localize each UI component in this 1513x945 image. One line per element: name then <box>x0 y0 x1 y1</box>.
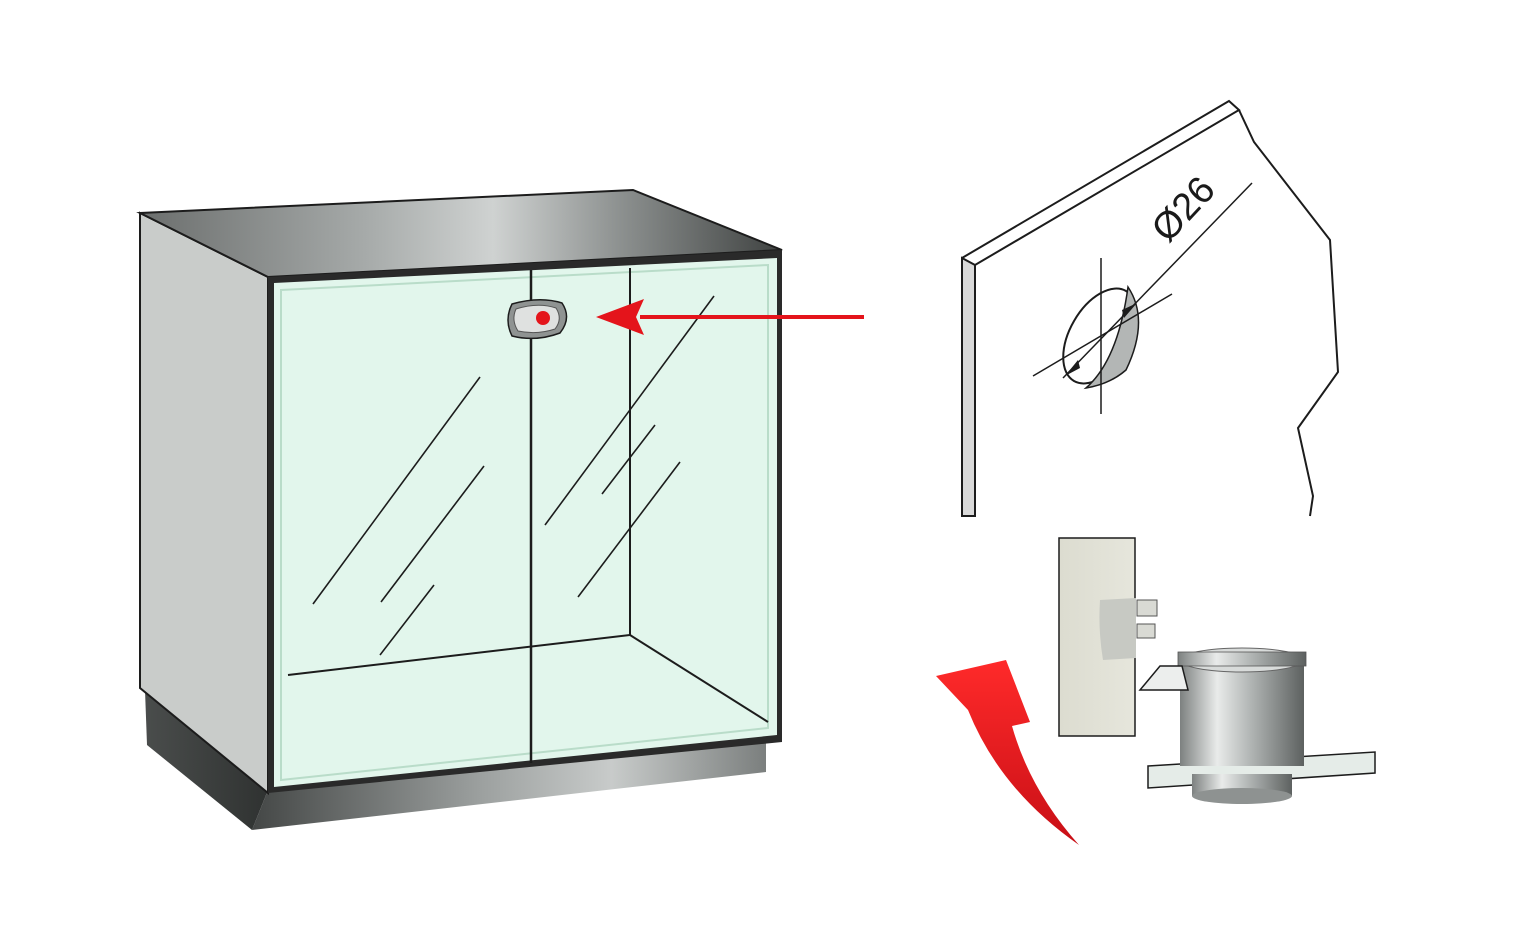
cabinet <box>136 188 783 830</box>
bore-center-line-diagonal <box>1032 293 1173 377</box>
dimension-arrow-start <box>1065 360 1080 376</box>
curved-arrow-up-icon <box>936 660 1079 845</box>
panel-detail: Ø26 <box>961 99 1340 517</box>
arrow-left-icon <box>596 299 864 335</box>
interior-floor-edge <box>629 634 769 723</box>
glass-reflections <box>312 295 715 656</box>
latch-tongue <box>1138 665 1189 691</box>
lock-hardware-detail <box>1058 537 1376 804</box>
lock-icon <box>507 299 568 340</box>
striker-tab-lower <box>1136 623 1156 639</box>
dimension-arrow-end <box>1122 303 1137 318</box>
cabinet-plinth-side <box>145 690 268 830</box>
lock-bottom-cap <box>1192 788 1292 804</box>
glass-doors <box>274 258 777 787</box>
lock-marker-dot <box>536 311 550 325</box>
lock-cylinder-collar <box>1177 651 1307 667</box>
panel-edge <box>961 256 976 517</box>
glass-inner-border <box>280 263 769 782</box>
dimension-line <box>1062 182 1253 379</box>
lock-cylinder-body <box>1180 660 1304 766</box>
striker-tab <box>1136 599 1158 617</box>
striker-block <box>1099 598 1136 660</box>
panel-top-edge <box>961 99 1241 266</box>
dimension-label: Ø26 <box>1144 169 1224 250</box>
panel-break-line <box>1238 109 1340 517</box>
cabinet-plinth-front <box>252 742 766 830</box>
